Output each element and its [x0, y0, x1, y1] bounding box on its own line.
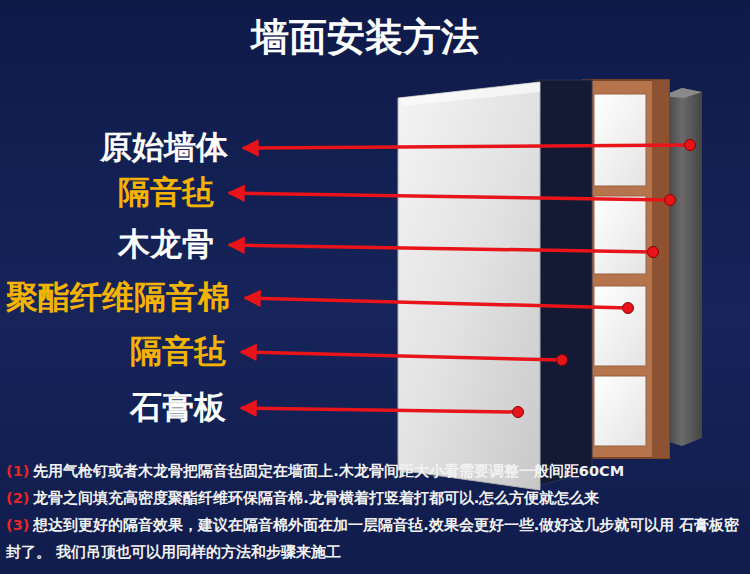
step-number: (3) [6, 517, 29, 533]
leader-arrow [241, 352, 562, 360]
layer-label: 聚酯纤维隔音棉 [6, 276, 230, 320]
step-note: 龙骨之间填充高密度聚酯纤维环保隔音棉.龙骨横着打竖着打都可以.怎么方便就怎么来 [33, 490, 599, 506]
leader-arrow [229, 193, 670, 200]
step-note: 先用气枪钉或者木龙骨把隔音毡固定在墙面上.木龙骨间距大小看需要调整一般间距60C… [33, 463, 624, 479]
note-row: (2)龙骨之间填充高密度聚酯纤维环保隔音棉.龙骨横着打竖着打都可以.怎么方便就怎… [6, 485, 744, 512]
leader-dot [648, 247, 659, 258]
layer-label: 隔音毡 [118, 171, 214, 215]
leader-dot [665, 195, 676, 206]
step-number: (2) [6, 490, 29, 506]
leader-arrow [243, 145, 690, 148]
leader-dot [623, 303, 634, 314]
wood-frame [583, 80, 669, 458]
step-number: (1) [6, 463, 29, 479]
note-row: (3)想达到更好的隔音效果，建议在隔音棉外面在加一层隔音毡.效果会更好一些.做好… [6, 512, 744, 566]
title: 墙面安装方法 [251, 12, 479, 63]
notes-block: (1)先用气枪钉或者木龙骨把隔音毡固定在墙面上.木龙骨间距大小看需要调整一般间距… [6, 458, 744, 566]
layer-label: 石膏板 [130, 386, 226, 430]
leader-arrow [245, 298, 628, 308]
leader-arrow [241, 408, 518, 412]
felt-layer [536, 80, 592, 486]
gypsum-board [398, 82, 540, 490]
leader-dot [685, 140, 696, 151]
step-note: 想达到更好的隔音效果，建议在隔音棉外面在加一层隔音毡.效果会更好一些.做好这几步… [6, 517, 739, 560]
note-row: (1)先用气枪钉或者木龙骨把隔音毡固定在墙面上.木龙骨间距大小看需要调整一般间距… [6, 458, 744, 485]
leader-dot [557, 355, 568, 366]
layer-label: 原始墙体 [100, 126, 228, 170]
layer-label: 木龙骨 [118, 223, 214, 267]
leader-arrow [229, 245, 653, 252]
layer-label: 隔音毡 [130, 330, 226, 374]
leader-dot [513, 407, 524, 418]
